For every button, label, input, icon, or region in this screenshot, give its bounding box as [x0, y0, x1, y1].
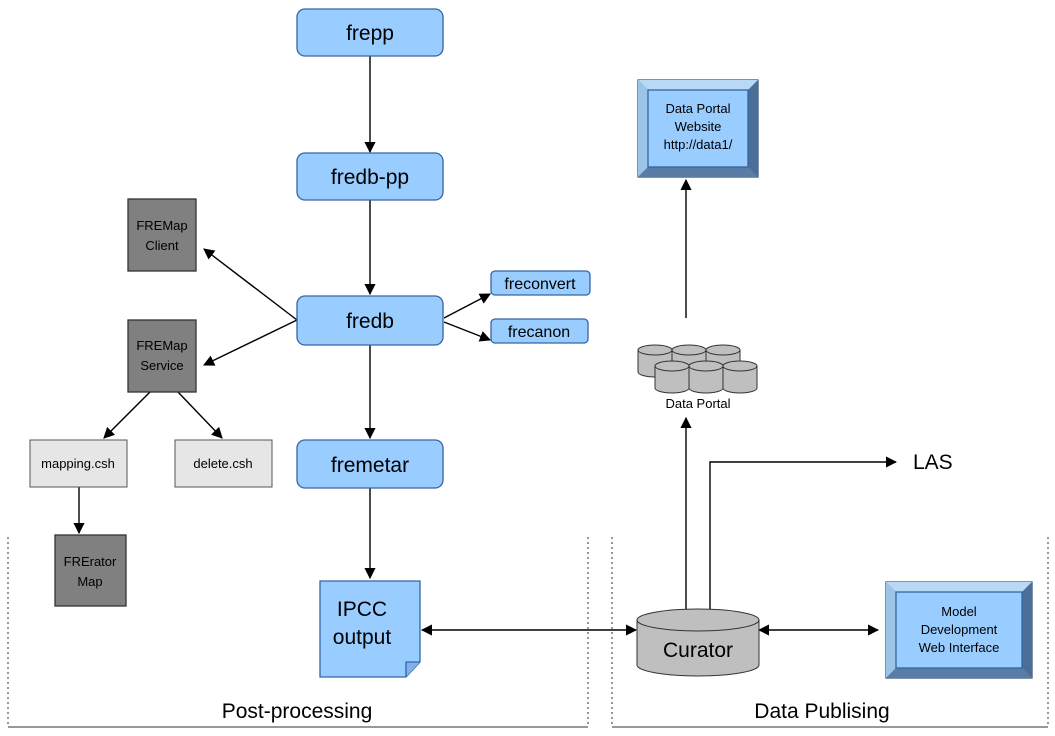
- node-delete-csh[interactable]: delete.csh: [174, 439, 273, 488]
- node-fredb[interactable]: fredb: [296, 295, 444, 346]
- edge-fredb-frecanon: [443, 321, 492, 342]
- data-portal-cylinders: [637, 344, 758, 394]
- node-frerator-map-label-1: FRErator: [64, 554, 117, 569]
- node-model-dev-label-2: Development: [921, 622, 998, 637]
- edge-service-mapping: [103, 391, 151, 439]
- node-fremap-client[interactable]: FREMap Client: [127, 198, 197, 272]
- node-frepp-label: frepp: [346, 22, 394, 45]
- edge-fredb-fremap-service: [202, 319, 298, 366]
- node-mapping-csh[interactable]: mapping.csh: [29, 439, 128, 488]
- node-model-dev-label-1: Model: [941, 604, 977, 619]
- node-frecanon[interactable]: frecanon: [490, 318, 589, 344]
- node-freconvert[interactable]: freconvert: [490, 270, 591, 296]
- node-fredb-pp[interactable]: fredb-pp: [296, 152, 444, 201]
- node-freconvert-label: freconvert: [504, 276, 576, 293]
- edge-fredb-freconvert: [443, 293, 491, 319]
- node-website-label-2: Website: [675, 119, 722, 134]
- node-fremap-service[interactable]: FREMap Service: [127, 319, 197, 393]
- node-ipcc-output[interactable]: IPCC output: [319, 580, 421, 678]
- node-frerator-map-label-2: Map: [77, 574, 102, 589]
- node-curator[interactable]: Curator: [636, 608, 760, 677]
- section-label-post-processing: Post-processing: [222, 700, 373, 723]
- node-data-portal-website[interactable]: Data Portal Website http://data1/: [637, 79, 759, 178]
- node-website-label-3: http://data1/: [664, 137, 733, 152]
- node-ipcc-output-label-2: output: [333, 626, 392, 649]
- node-fremap-service-label-1: FREMap: [136, 338, 187, 353]
- edges: [73, 56, 898, 636]
- node-frepp[interactable]: frepp: [296, 8, 444, 57]
- node-curator-label: Curator: [663, 639, 733, 662]
- node-fredb-label: fredb: [346, 310, 394, 333]
- node-frecanon-label: frecanon: [508, 324, 570, 341]
- section-label-data-publishing: Data Publising: [754, 700, 889, 723]
- edge-curator-las: [709, 456, 898, 610]
- node-fremap-client-label-2: Client: [145, 238, 179, 253]
- node-ipcc-output-label-1: IPCC: [337, 598, 387, 621]
- node-delete-csh-label: delete.csh: [193, 456, 252, 471]
- node-fremetar-label: fremetar: [331, 454, 409, 477]
- node-mapping-csh-label: mapping.csh: [41, 456, 115, 471]
- node-las-label[interactable]: LAS: [913, 451, 953, 474]
- edge-fredb-fremap-client: [203, 248, 298, 321]
- node-fremap-service-label-2: Service: [140, 358, 183, 373]
- node-model-dev-web[interactable]: Model Development Web Interface: [885, 581, 1033, 679]
- edge-service-delete: [177, 391, 223, 439]
- node-data-portal-label: Data Portal: [665, 396, 730, 411]
- node-fremetar[interactable]: fremetar: [296, 439, 444, 489]
- node-frerator-map[interactable]: FRErator Map: [54, 534, 127, 607]
- node-website-label-1: Data Portal: [665, 101, 730, 116]
- node-fredb-pp-label: fredb-pp: [331, 166, 409, 189]
- node-data-portal[interactable]: Data Portal: [637, 344, 758, 411]
- node-model-dev-label-3: Web Interface: [919, 640, 1000, 655]
- node-fremap-client-label-1: FREMap: [136, 218, 187, 233]
